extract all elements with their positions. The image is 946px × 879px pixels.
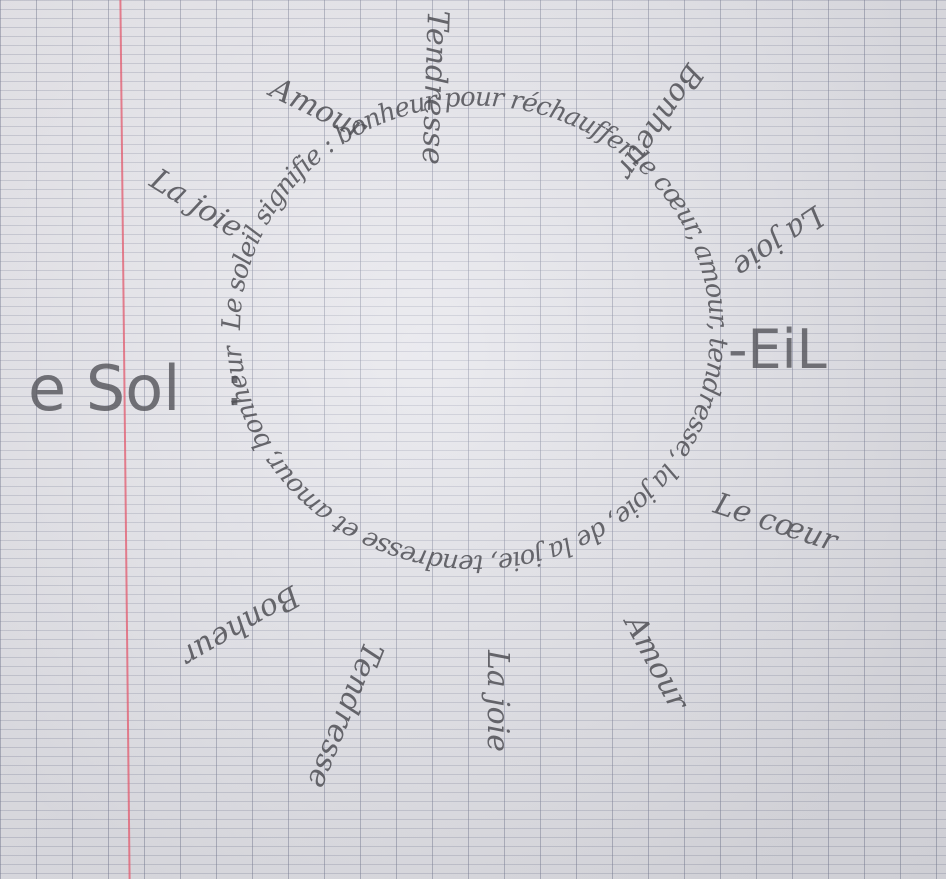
ray-bonheur-bottom-left: Bonheur — [174, 578, 307, 675]
ray-tendresse-bottom: Tendresse — [300, 637, 390, 793]
ray-le-coeur: Le cœur — [709, 486, 843, 559]
ray-amour-bottom-right: Amour — [616, 607, 697, 717]
sun-title-left: e Sol — [28, 352, 180, 425]
ray-la-joie-top-left: La joie — [143, 162, 249, 246]
ray-tendresse-top: Tendresse — [415, 10, 455, 166]
sun-title-right: -EiL — [728, 318, 827, 381]
ray-la-joie-right: La joie — [726, 198, 831, 285]
ray-la-joie-bottom: La joie — [480, 649, 515, 752]
